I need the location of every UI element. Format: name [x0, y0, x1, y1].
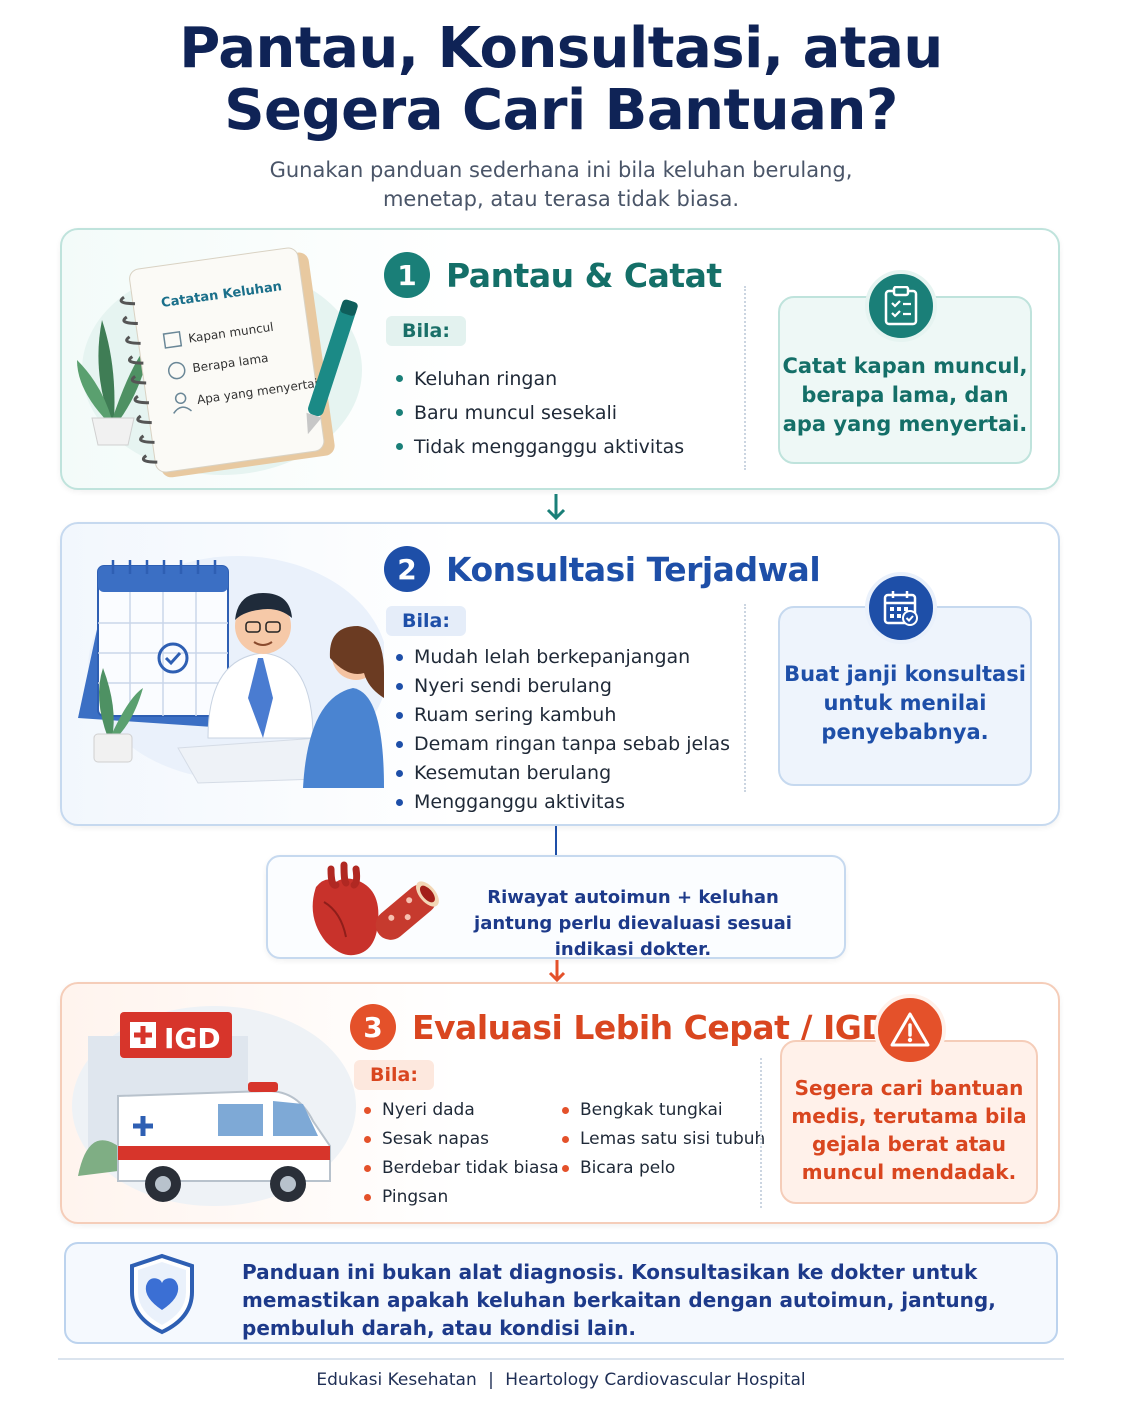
step-number-2: 2 [384, 546, 430, 592]
notebook-illustration: Catatan Keluhan Kapan muncul Berapa lama… [77, 247, 362, 478]
divider [744, 286, 746, 470]
arrow-down-icon [546, 494, 566, 521]
autoimmune-heart-note: Riwayat autoimun + keluhan jantung perlu… [266, 855, 846, 960]
footer-divider [58, 1358, 1064, 1360]
list-item: Mudah lelah berkepanjangan [394, 643, 730, 672]
list-item: Demam ringan tanpa sebab jelas [394, 730, 730, 759]
section1-list: Keluhan ringan Baru muncul sesekali Tida… [394, 362, 684, 464]
list-item: Kesemutan berulang [394, 759, 730, 788]
section2-bila-label: Bila: [386, 606, 466, 636]
list-item: Berdebar tidak biasa [362, 1154, 559, 1183]
clipboard-icon [865, 270, 937, 342]
list-item: Nyeri dada [362, 1096, 559, 1125]
list-item: Tidak mengganggu aktivitas [394, 430, 684, 464]
section3-bila-label: Bila: [354, 1060, 434, 1090]
warning-icon [874, 994, 946, 1066]
list-item: Nyeri sendi berulang [394, 672, 730, 701]
heart-vessel-icon [312, 861, 439, 956]
section3-heading: 3 Evaluasi Lebih Cepat / IGD [350, 1004, 889, 1050]
svg-text:IGD: IGD [164, 1022, 221, 1055]
calendar-icon [78, 560, 229, 728]
list-item: Ruam sering kambuh [394, 701, 730, 730]
section3-list-left: Nyeri dada Sesak napas Berdebar tidak bi… [362, 1096, 559, 1212]
arrow-down-icon [548, 960, 566, 983]
footer: Edukasi Kesehatan | Heartology Cardiovas… [316, 1370, 806, 1390]
step-number-1: 1 [384, 252, 430, 298]
list-item: Keluhan ringan [394, 362, 684, 396]
divider [760, 1058, 762, 1208]
disclaimer-box: Panduan ini bukan alat diagnosis. Konsul… [64, 1242, 1058, 1344]
connector-line [555, 826, 557, 855]
list-item: Lemas satu sisi tubuh [560, 1125, 765, 1154]
page-subtitle: Gunakan panduan sederhana ini bila keluh… [269, 158, 853, 211]
section2-list: Mudah lelah berkepanjangan Nyeri sendi b… [394, 643, 730, 817]
section2-heading: 2 Konsultasi Terjadwal [384, 546, 821, 592]
pen-icon [306, 299, 358, 435]
ambulance-icon [117, 1082, 331, 1202]
list-item: Pingsan [362, 1183, 559, 1212]
list-item: Bengkak tungkai [560, 1096, 765, 1125]
igd-sign: IGD [120, 1012, 232, 1058]
section1-bila-label: Bila: [386, 316, 466, 346]
shield-heart-icon [130, 1253, 194, 1335]
section2-title: Konsultasi Terjadwal [446, 549, 821, 589]
list-item: Mengganggu aktivitas [394, 788, 730, 817]
section3-list-right: Bengkak tungkai Lemas satu sisi tubuh Bi… [560, 1096, 765, 1183]
section3-advice-box: Segera cari bantuan medis, terutama bila… [780, 1040, 1038, 1204]
section1-heading: 1 Pantau & Catat [384, 252, 722, 298]
doctor-icon [207, 593, 314, 739]
calendar-check-icon [865, 572, 937, 644]
list-item: Sesak napas [362, 1125, 559, 1154]
patient-icon [303, 626, 384, 788]
doctor-consultation-illustration [78, 556, 384, 788]
page-title: Pantau, Konsultasi, atau Segera Cari Ban… [179, 16, 943, 143]
list-item: Baru muncul sesekali [394, 396, 684, 430]
list-item: Bicara pelo [560, 1154, 765, 1183]
section1-title: Pantau & Catat [446, 255, 722, 295]
ambulance-illustration: IGD [72, 1006, 356, 1206]
step-number-3: 3 [350, 1004, 396, 1050]
divider [744, 604, 746, 792]
